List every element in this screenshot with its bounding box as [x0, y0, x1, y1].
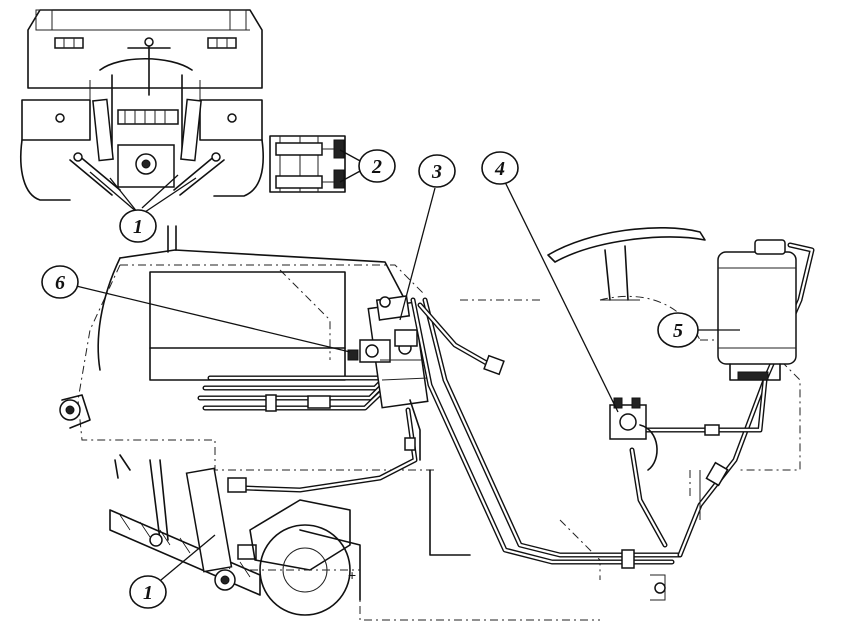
rear-linkage — [109, 454, 361, 616]
callout-1-bottom: 1 — [129, 575, 167, 609]
callout-6-label: 6 — [55, 272, 65, 294]
plus-mark: + — [348, 567, 356, 583]
engine-hood — [97, 225, 406, 381]
callout-1-bottom-label: 1 — [143, 582, 153, 604]
distributor-valve — [347, 295, 429, 461]
callout-2: 2 — [358, 149, 396, 183]
callout-3: 3 — [418, 154, 456, 188]
callout-1-top: 1 — [119, 209, 157, 243]
leader-lines — [71, 149, 740, 586]
oil-tank — [717, 239, 797, 381]
frame-details — [429, 469, 701, 601]
rear-view-inset — [20, 9, 264, 201]
steering-wheel — [547, 227, 706, 301]
front-hitch — [59, 394, 91, 429]
callout-3-label: 3 — [431, 161, 442, 183]
callout-6: 6 — [41, 265, 79, 299]
coupling-detail-inset — [269, 135, 346, 193]
callout-5: 5 — [657, 312, 699, 348]
main-pipe-runs — [242, 242, 815, 569]
callout-4: 4 — [481, 151, 519, 185]
pipe-bundle — [197, 365, 398, 412]
callout-4-label: 4 — [494, 158, 505, 180]
hydraulic-pump — [609, 397, 658, 471]
callout-1-top-label: 1 — [133, 216, 143, 238]
callout-2-label: 2 — [371, 156, 382, 178]
callout-5-label: 5 — [673, 320, 683, 342]
